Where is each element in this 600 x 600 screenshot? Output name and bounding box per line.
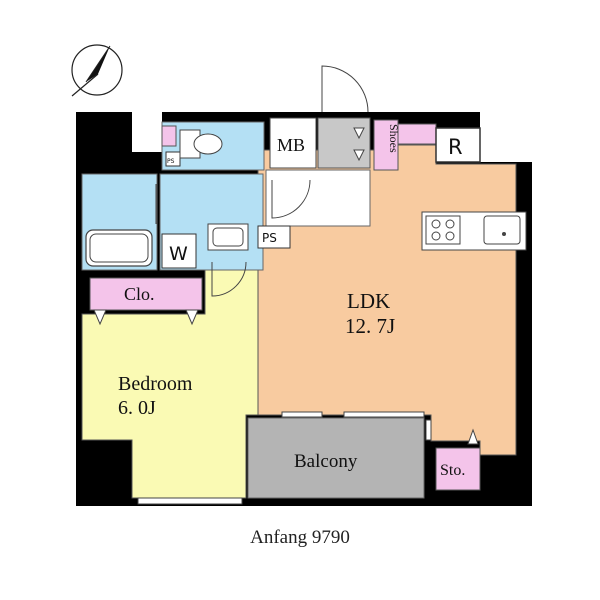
bedroom-area	[81, 261, 259, 499]
bathtub	[85, 229, 153, 267]
closet-label: Clo.	[124, 284, 155, 304]
balcony-label: Balcony	[294, 451, 358, 472]
bedroom-label: Bedroom	[118, 373, 193, 395]
room-labels: LDK 12. 7J Bedroom 6. 0J Balcony Clo. MB…	[118, 124, 465, 479]
room-fills	[81, 117, 527, 499]
property-name: Anfang 9790	[250, 527, 350, 548]
closet-area	[89, 277, 203, 311]
ps-box	[257, 225, 291, 249]
ps-label: PS	[262, 231, 277, 245]
washroom	[159, 173, 264, 271]
ldk-label: LDK	[347, 289, 390, 313]
toilet-fixture	[179, 129, 223, 159]
entrance-door	[321, 65, 369, 113]
storage-area	[435, 447, 481, 491]
washer-label: W	[169, 243, 188, 265]
doors	[155, 65, 369, 297]
refrigerator-box	[435, 127, 481, 163]
fixtures	[85, 125, 521, 445]
stove-fixture	[425, 215, 461, 245]
bedroom-size: 6. 0J	[118, 397, 156, 419]
mb-box	[269, 117, 317, 169]
north-arrow-icon	[71, 44, 123, 97]
washer-box	[161, 233, 197, 269]
ps-small-box	[165, 151, 181, 167]
refrigerator-label: R	[448, 135, 463, 159]
entrance	[317, 117, 371, 169]
shoes-label: Shoes	[387, 124, 401, 153]
hallway	[265, 169, 371, 227]
mb-label: MB	[277, 135, 305, 155]
ldk-size: 12. 7J	[345, 314, 395, 338]
ps-small-label: PS	[167, 158, 175, 165]
kitchen-sink	[483, 215, 521, 245]
shoes-strip	[397, 123, 437, 145]
balcony-area	[247, 417, 425, 499]
storage-label: Sto.	[440, 462, 465, 479]
shoes-area	[373, 119, 399, 171]
windows	[137, 411, 432, 505]
